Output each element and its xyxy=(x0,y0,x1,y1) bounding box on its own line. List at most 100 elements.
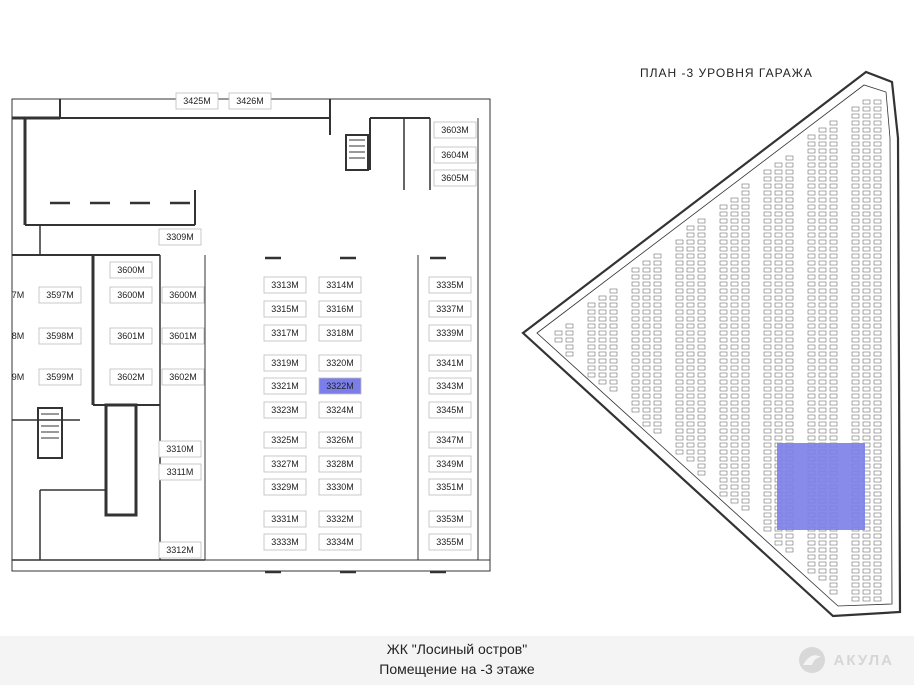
overview-stall xyxy=(851,386,860,392)
parking-space[interactable]: 3327М xyxy=(263,455,307,473)
overview-stall xyxy=(730,204,739,210)
overview-stall xyxy=(653,330,662,336)
parking-space[interactable]: 3324М xyxy=(318,401,362,419)
overview-stall xyxy=(675,386,684,392)
parking-space[interactable]: 3605М xyxy=(433,169,477,187)
overview-stall xyxy=(774,414,783,420)
parking-space[interactable]: 3314М xyxy=(318,276,362,294)
overview-stall xyxy=(763,218,772,224)
parking-space[interactable]: 3341М xyxy=(428,354,472,372)
overview-stall xyxy=(642,386,651,392)
overview-stall xyxy=(587,358,596,364)
parking-space[interactable]: 3310М xyxy=(158,440,202,458)
overview-stall xyxy=(873,197,882,203)
parking-space[interactable]: 3309М xyxy=(158,228,202,246)
space-box xyxy=(318,455,362,473)
parking-space[interactable]: 3321М xyxy=(263,377,307,395)
overview-stall xyxy=(873,351,882,357)
parking-space[interactable]: 3333М xyxy=(263,533,307,551)
parking-space[interactable]: 3597М xyxy=(38,286,82,304)
parking-space[interactable]: 3604М xyxy=(433,146,477,164)
parking-space[interactable]: 3351М xyxy=(428,478,472,496)
overview-stall xyxy=(829,169,838,175)
highlighted-room[interactable] xyxy=(777,443,865,530)
overview-stall xyxy=(763,407,772,413)
space-label: 3311М xyxy=(167,467,194,477)
parking-space[interactable]: 3602М xyxy=(161,368,205,386)
parking-space[interactable]: 3355М xyxy=(428,533,472,551)
space-label: 3426М xyxy=(236,96,264,106)
parking-space[interactable]: 3323М xyxy=(263,401,307,419)
parking-space[interactable]: 3312М xyxy=(158,541,202,559)
overview-stall xyxy=(763,330,772,336)
parking-space[interactable]: 3601М xyxy=(109,327,153,345)
brand-logo[interactable]: АКУЛА xyxy=(797,643,894,677)
overview-stall xyxy=(686,295,695,301)
parking-space[interactable]: 3353М xyxy=(428,510,472,528)
overview-stall xyxy=(862,589,871,595)
overview-stall xyxy=(730,435,739,441)
parking-space[interactable]: 3600М xyxy=(109,261,153,279)
parking-space[interactable]: 3332М xyxy=(318,510,362,528)
parking-space[interactable]: 3603М xyxy=(433,121,477,139)
overview-stall xyxy=(653,428,662,434)
overview-stall xyxy=(818,295,827,301)
parking-space[interactable]: 3602М xyxy=(109,368,153,386)
overview-stall xyxy=(774,295,783,301)
parking-space[interactable]: 3331М xyxy=(263,510,307,528)
parking-space[interactable]: 3599М xyxy=(38,368,82,386)
overview-stall xyxy=(631,407,640,413)
parking-space[interactable]: 3600М xyxy=(109,286,153,304)
overview-stall xyxy=(697,316,706,322)
space-label: 3602М xyxy=(117,372,145,382)
parking-space[interactable]: 3315М xyxy=(263,300,307,318)
overview-stall xyxy=(851,204,860,210)
space-box xyxy=(318,300,362,318)
parking-space[interactable]: 3337М xyxy=(428,300,472,318)
overview-stall xyxy=(697,463,706,469)
overview-stall xyxy=(818,232,827,238)
parking-space[interactable]: 3311М xyxy=(158,463,202,481)
parking-space[interactable]: 3349М xyxy=(428,455,472,473)
parking-space[interactable]: 3426М xyxy=(228,92,272,110)
parking-space[interactable]: 3598М xyxy=(38,327,82,345)
parking-space[interactable]: 3317М xyxy=(263,324,307,342)
overview-stall xyxy=(851,547,860,553)
overview-stall xyxy=(818,239,827,245)
parking-space[interactable]: 3347М xyxy=(428,431,472,449)
parking-space[interactable]: 3325М xyxy=(263,431,307,449)
parking-space[interactable]: 3320М xyxy=(318,354,362,372)
overview-stall xyxy=(851,183,860,189)
parking-space[interactable]: 3326М xyxy=(318,431,362,449)
parking-space[interactable]: 3425М xyxy=(175,92,219,110)
overview-stall xyxy=(686,393,695,399)
parking-space[interactable]: 3345М xyxy=(428,401,472,419)
overview-stall xyxy=(818,274,827,280)
overview-stall xyxy=(686,421,695,427)
caption-floor-info: Помещение на -3 этаже xyxy=(379,661,535,677)
parking-space[interactable]: 3335М xyxy=(428,276,472,294)
parking-space[interactable]: 3330М xyxy=(318,478,362,496)
parking-space[interactable]: 3343М xyxy=(428,377,472,395)
parking-space[interactable]: 3319М xyxy=(263,354,307,372)
overview-stall xyxy=(763,295,772,301)
overview-stall xyxy=(873,309,882,315)
space-label: 3603М xyxy=(441,125,469,135)
space-label: 3310М xyxy=(166,444,194,454)
parking-space[interactable]: 3334М xyxy=(318,533,362,551)
overview-stall xyxy=(862,218,871,224)
parking-space[interactable]: 3313М xyxy=(263,276,307,294)
overview-stall xyxy=(719,491,728,497)
parking-space[interactable]: 3339М xyxy=(428,324,472,342)
parking-space[interactable]: 3318М xyxy=(318,324,362,342)
overview-stall xyxy=(862,106,871,112)
parking-space[interactable]: 3322М xyxy=(318,377,362,395)
parking-space[interactable]: 3328М xyxy=(318,455,362,473)
parking-space[interactable]: 3600М xyxy=(161,286,205,304)
overview-stall xyxy=(675,337,684,343)
parking-space[interactable]: 3316М xyxy=(318,300,362,318)
parking-space[interactable]: 3329М xyxy=(263,478,307,496)
overview-stall xyxy=(653,344,662,350)
overview-stall xyxy=(862,183,871,189)
parking-space[interactable]: 3601М xyxy=(161,327,205,345)
